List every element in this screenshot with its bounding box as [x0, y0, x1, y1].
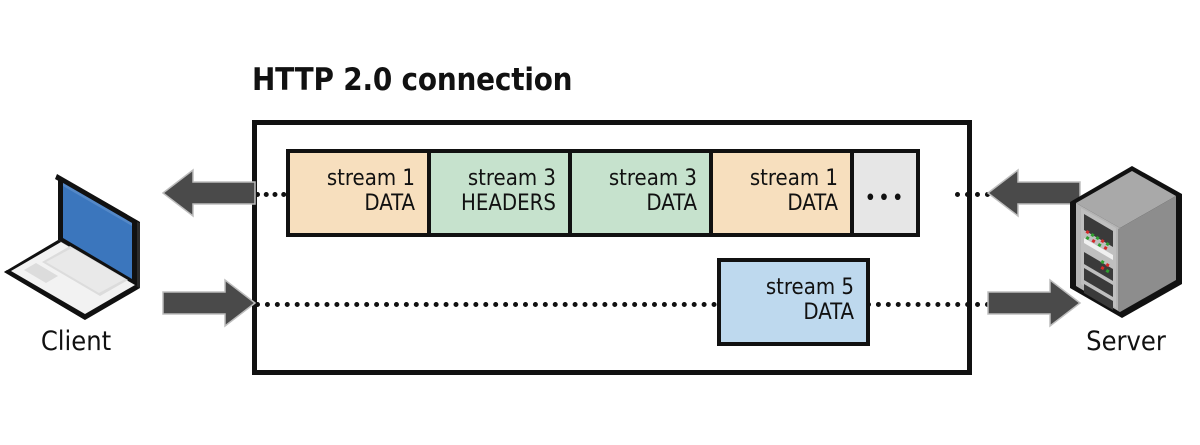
server-endpoint: Server — [1052, 160, 1200, 357]
lower-channel-frames: stream 5 DATA — [717, 258, 870, 346]
lower-channel-line-right — [866, 302, 1000, 307]
frame-stream-1-data[interactable]: stream 1 DATA — [286, 149, 431, 237]
upper-channel-line-left — [255, 192, 295, 197]
frame-stream-3-data[interactable]: stream 3 DATA — [568, 149, 713, 237]
lower-channel-line-left — [255, 302, 717, 307]
upper-channel-line-right — [955, 192, 1000, 197]
frame-stream-label: stream 3 — [467, 166, 556, 192]
frame-stream-label: stream 5 — [765, 275, 854, 301]
frame-type-label: HEADERS — [461, 191, 556, 216]
frame-type-label: DATA — [364, 191, 415, 216]
upper-channel-frames: stream 1 DATA stream 3 HEADERS stream 3 … — [286, 149, 920, 237]
client-label: Client — [40, 326, 112, 357]
frame-stream-3-headers[interactable]: stream 3 HEADERS — [427, 149, 572, 237]
ellipsis-icon: ••• — [864, 185, 906, 211]
server-label: Server — [1086, 326, 1166, 357]
frame-stream-label: stream 3 — [608, 166, 697, 192]
frame-stream-1-data-2[interactable]: stream 1 DATA — [709, 149, 854, 237]
frame-stream-label: stream 1 — [749, 166, 838, 192]
client-endpoint: Client — [0, 160, 152, 357]
frame-type-label: DATA — [787, 191, 838, 216]
frame-type-label: DATA — [803, 300, 854, 325]
page-title: HTTP 2.0 connection — [252, 62, 573, 98]
laptop-icon — [4, 174, 140, 320]
frame-stream-5-data[interactable]: stream 5 DATA — [717, 258, 870, 346]
frame-stream-label: stream 1 — [326, 166, 415, 192]
server-tower-icon — [1070, 166, 1182, 318]
frame-type-label: DATA — [646, 191, 697, 216]
frame-more-ellipsis[interactable]: ••• — [850, 149, 920, 237]
